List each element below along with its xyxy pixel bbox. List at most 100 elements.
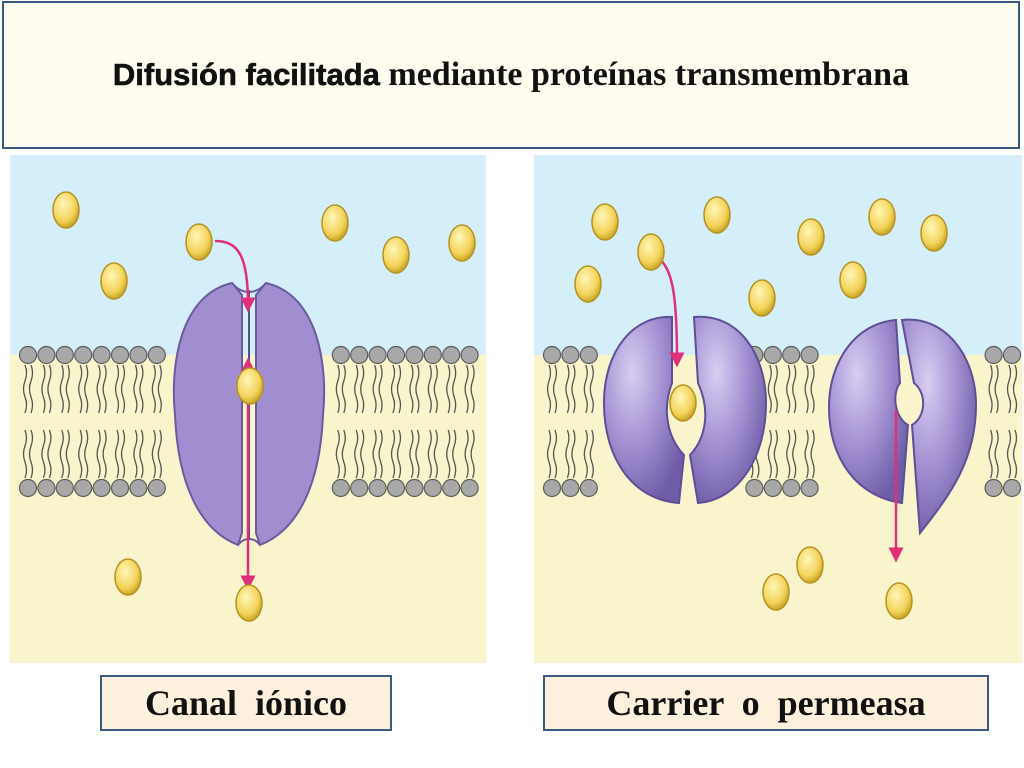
lipid-head <box>405 478 424 498</box>
lipid-tail <box>114 429 120 479</box>
lipid-tail <box>792 429 797 479</box>
solute-molecule <box>52 191 80 229</box>
lipid-tail <box>464 364 469 414</box>
solute-molecule <box>748 279 776 317</box>
lipid-tail <box>157 364 162 414</box>
lipid-tail <box>390 429 396 479</box>
lipid-tail <box>810 364 815 414</box>
lipid-tail <box>470 364 475 414</box>
lipid-head <box>386 345 406 365</box>
lipid-tail <box>341 364 346 414</box>
solute-molecules <box>52 191 476 622</box>
lipid-tail <box>372 429 377 479</box>
lipid-head <box>129 345 148 365</box>
solute-molecule <box>448 224 476 262</box>
solute-molecule <box>868 198 896 236</box>
lipid-tail <box>546 429 552 479</box>
lipid-tail <box>139 364 144 414</box>
lipid-tail <box>65 364 70 414</box>
lipid-head <box>37 478 56 498</box>
carrier-protein-open-inside <box>827 318 978 536</box>
lipid-head <box>800 478 819 498</box>
lipid-tail <box>120 429 126 479</box>
lipid-tail <box>589 364 594 414</box>
lipid-tail <box>372 364 377 414</box>
lipid-bilayer <box>542 345 1022 498</box>
lipid-head <box>147 478 166 498</box>
lipid-tail <box>84 364 89 414</box>
lipid-head <box>110 478 130 498</box>
lipid-head <box>782 478 801 498</box>
lipid-tail <box>84 429 89 479</box>
solute-molecule <box>185 223 213 261</box>
solute-molecule <box>236 367 264 405</box>
solute-molecule <box>235 584 263 622</box>
lipid-head <box>55 345 74 365</box>
lipid-head <box>331 345 350 365</box>
lipid-tail <box>78 364 83 414</box>
lipid-tail <box>341 429 346 479</box>
lipid-tail <box>28 429 34 479</box>
lipid-tail <box>552 364 558 414</box>
lipid-tail <box>409 429 414 479</box>
lipid-head <box>984 345 1003 365</box>
lipid-tail <box>139 429 144 479</box>
lipid-tail <box>988 364 993 414</box>
channel-protein <box>172 281 326 547</box>
lipid-head <box>1002 478 1022 498</box>
lipid-head <box>405 345 424 365</box>
lipid-tail <box>804 429 809 479</box>
lipid-tail <box>47 429 52 479</box>
lipid-tail <box>433 364 438 414</box>
lipid-bilayer <box>18 345 479 498</box>
lipid-tail <box>390 364 396 414</box>
slide-title-box: Difusión facilitada mediante proteínas t… <box>2 1 1020 149</box>
extracellular-space <box>534 155 1022 355</box>
lipid-head <box>18 478 38 498</box>
lipid-tail <box>792 364 797 414</box>
lipid-tail <box>41 429 46 479</box>
lipid-head <box>561 345 580 365</box>
lipid-tail <box>396 429 402 479</box>
lipid-tail <box>767 364 772 414</box>
lipid-tail <box>470 429 475 479</box>
lipid-tail <box>446 364 451 414</box>
lipid-tail <box>96 429 101 479</box>
lipid-tail <box>1012 364 1018 414</box>
solute-molecule <box>920 214 948 252</box>
solute-molecule <box>100 262 128 300</box>
lipid-tail <box>433 429 438 479</box>
solute-molecule <box>591 203 619 241</box>
lipid-tail <box>1006 364 1012 414</box>
lipid-head <box>368 478 387 498</box>
lipid-tail <box>102 429 107 479</box>
lipid-tail <box>335 429 340 479</box>
lipid-tail <box>47 364 52 414</box>
lipid-head <box>350 478 369 498</box>
lipid-tail <box>28 364 34 414</box>
lipid-head <box>984 478 1003 498</box>
lipid-head <box>147 345 166 365</box>
lipid-tail <box>565 364 570 414</box>
lipid-tail <box>773 429 778 479</box>
lipid-tail <box>786 429 791 479</box>
lipid-tail <box>452 364 457 414</box>
solute-molecule <box>796 546 824 584</box>
lipid-tail <box>571 364 576 414</box>
lipid-head <box>129 478 148 498</box>
lipid-tail <box>994 364 999 414</box>
lipid-head <box>460 478 479 498</box>
lipid-tail <box>571 429 576 479</box>
carrier-diagram <box>534 155 1022 663</box>
lipid-tail <box>378 429 383 479</box>
lipid-tail <box>133 364 138 414</box>
lipid-head <box>386 478 406 498</box>
lipid-head <box>542 478 562 498</box>
lipid-tail <box>565 429 570 479</box>
lipid-tail <box>360 364 365 414</box>
lipid-tail <box>65 429 70 479</box>
solute-molecules <box>574 196 948 620</box>
lipid-tail <box>415 364 420 414</box>
lipid-tail <box>335 364 340 414</box>
solute-molecule <box>762 573 790 611</box>
